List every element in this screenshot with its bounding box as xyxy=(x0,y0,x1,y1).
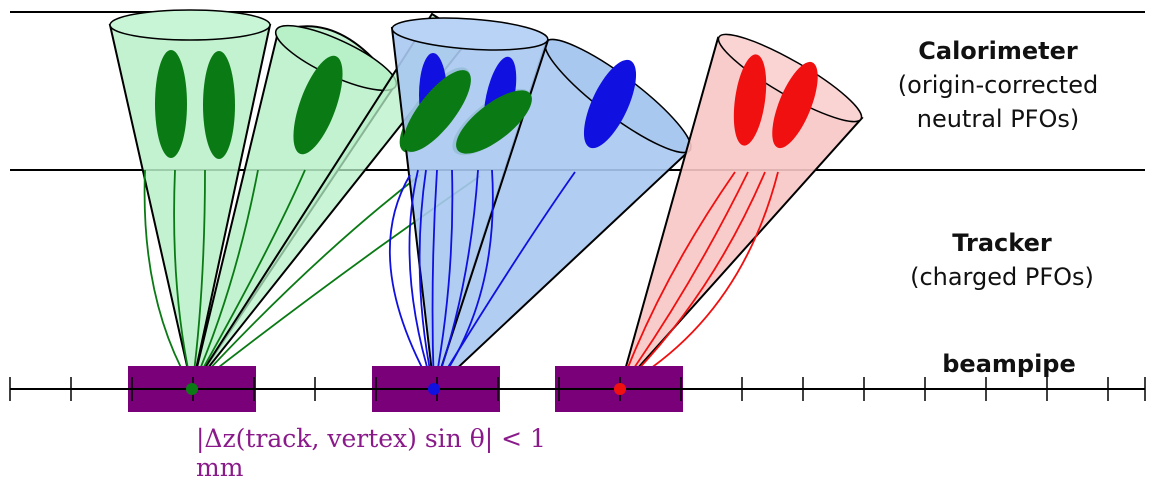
blue-cone-1-rim xyxy=(391,17,549,51)
detector-diagram xyxy=(9,9,1146,412)
green-cluster xyxy=(293,55,343,155)
calorimeter-title: Calorimeter xyxy=(918,37,1078,65)
blue-tracks xyxy=(389,169,576,391)
calorimeter-subtitle-2: neutral PFOs) xyxy=(916,105,1080,133)
tracker-title: Tracker xyxy=(952,229,1052,257)
red-tracks xyxy=(619,171,779,389)
green-cluster xyxy=(155,50,187,158)
tracker-label-block: Tracker (charged PFOs) xyxy=(867,226,1137,294)
calorimeter-label-block: Calorimeter (origin-corrected neutral PF… xyxy=(863,34,1133,136)
beampipe xyxy=(9,366,1146,412)
green-cluster-overlap xyxy=(456,90,532,154)
vertex-blue xyxy=(428,383,440,395)
calorimeter-subtitle-1: (origin-corrected xyxy=(897,71,1099,99)
beam-axis-ticks xyxy=(9,377,1146,401)
blue-cluster xyxy=(583,59,637,149)
beampipe-label: beampipe xyxy=(942,350,1076,378)
red-vertex-group xyxy=(619,33,864,389)
vertex-condition-formula: |Δz(track, vertex) sin θ| < 1 mm xyxy=(196,424,546,482)
vertex-green xyxy=(186,383,198,395)
blue-vertex-group xyxy=(389,17,692,394)
tracker-subtitle: (charged PFOs) xyxy=(910,263,1094,291)
vertex-red xyxy=(614,383,626,395)
green-cluster-overlap xyxy=(403,70,471,152)
red-cluster xyxy=(772,61,818,149)
red-cluster xyxy=(733,54,767,146)
green-cluster xyxy=(203,51,235,159)
green-cone-1-rim xyxy=(109,9,271,41)
